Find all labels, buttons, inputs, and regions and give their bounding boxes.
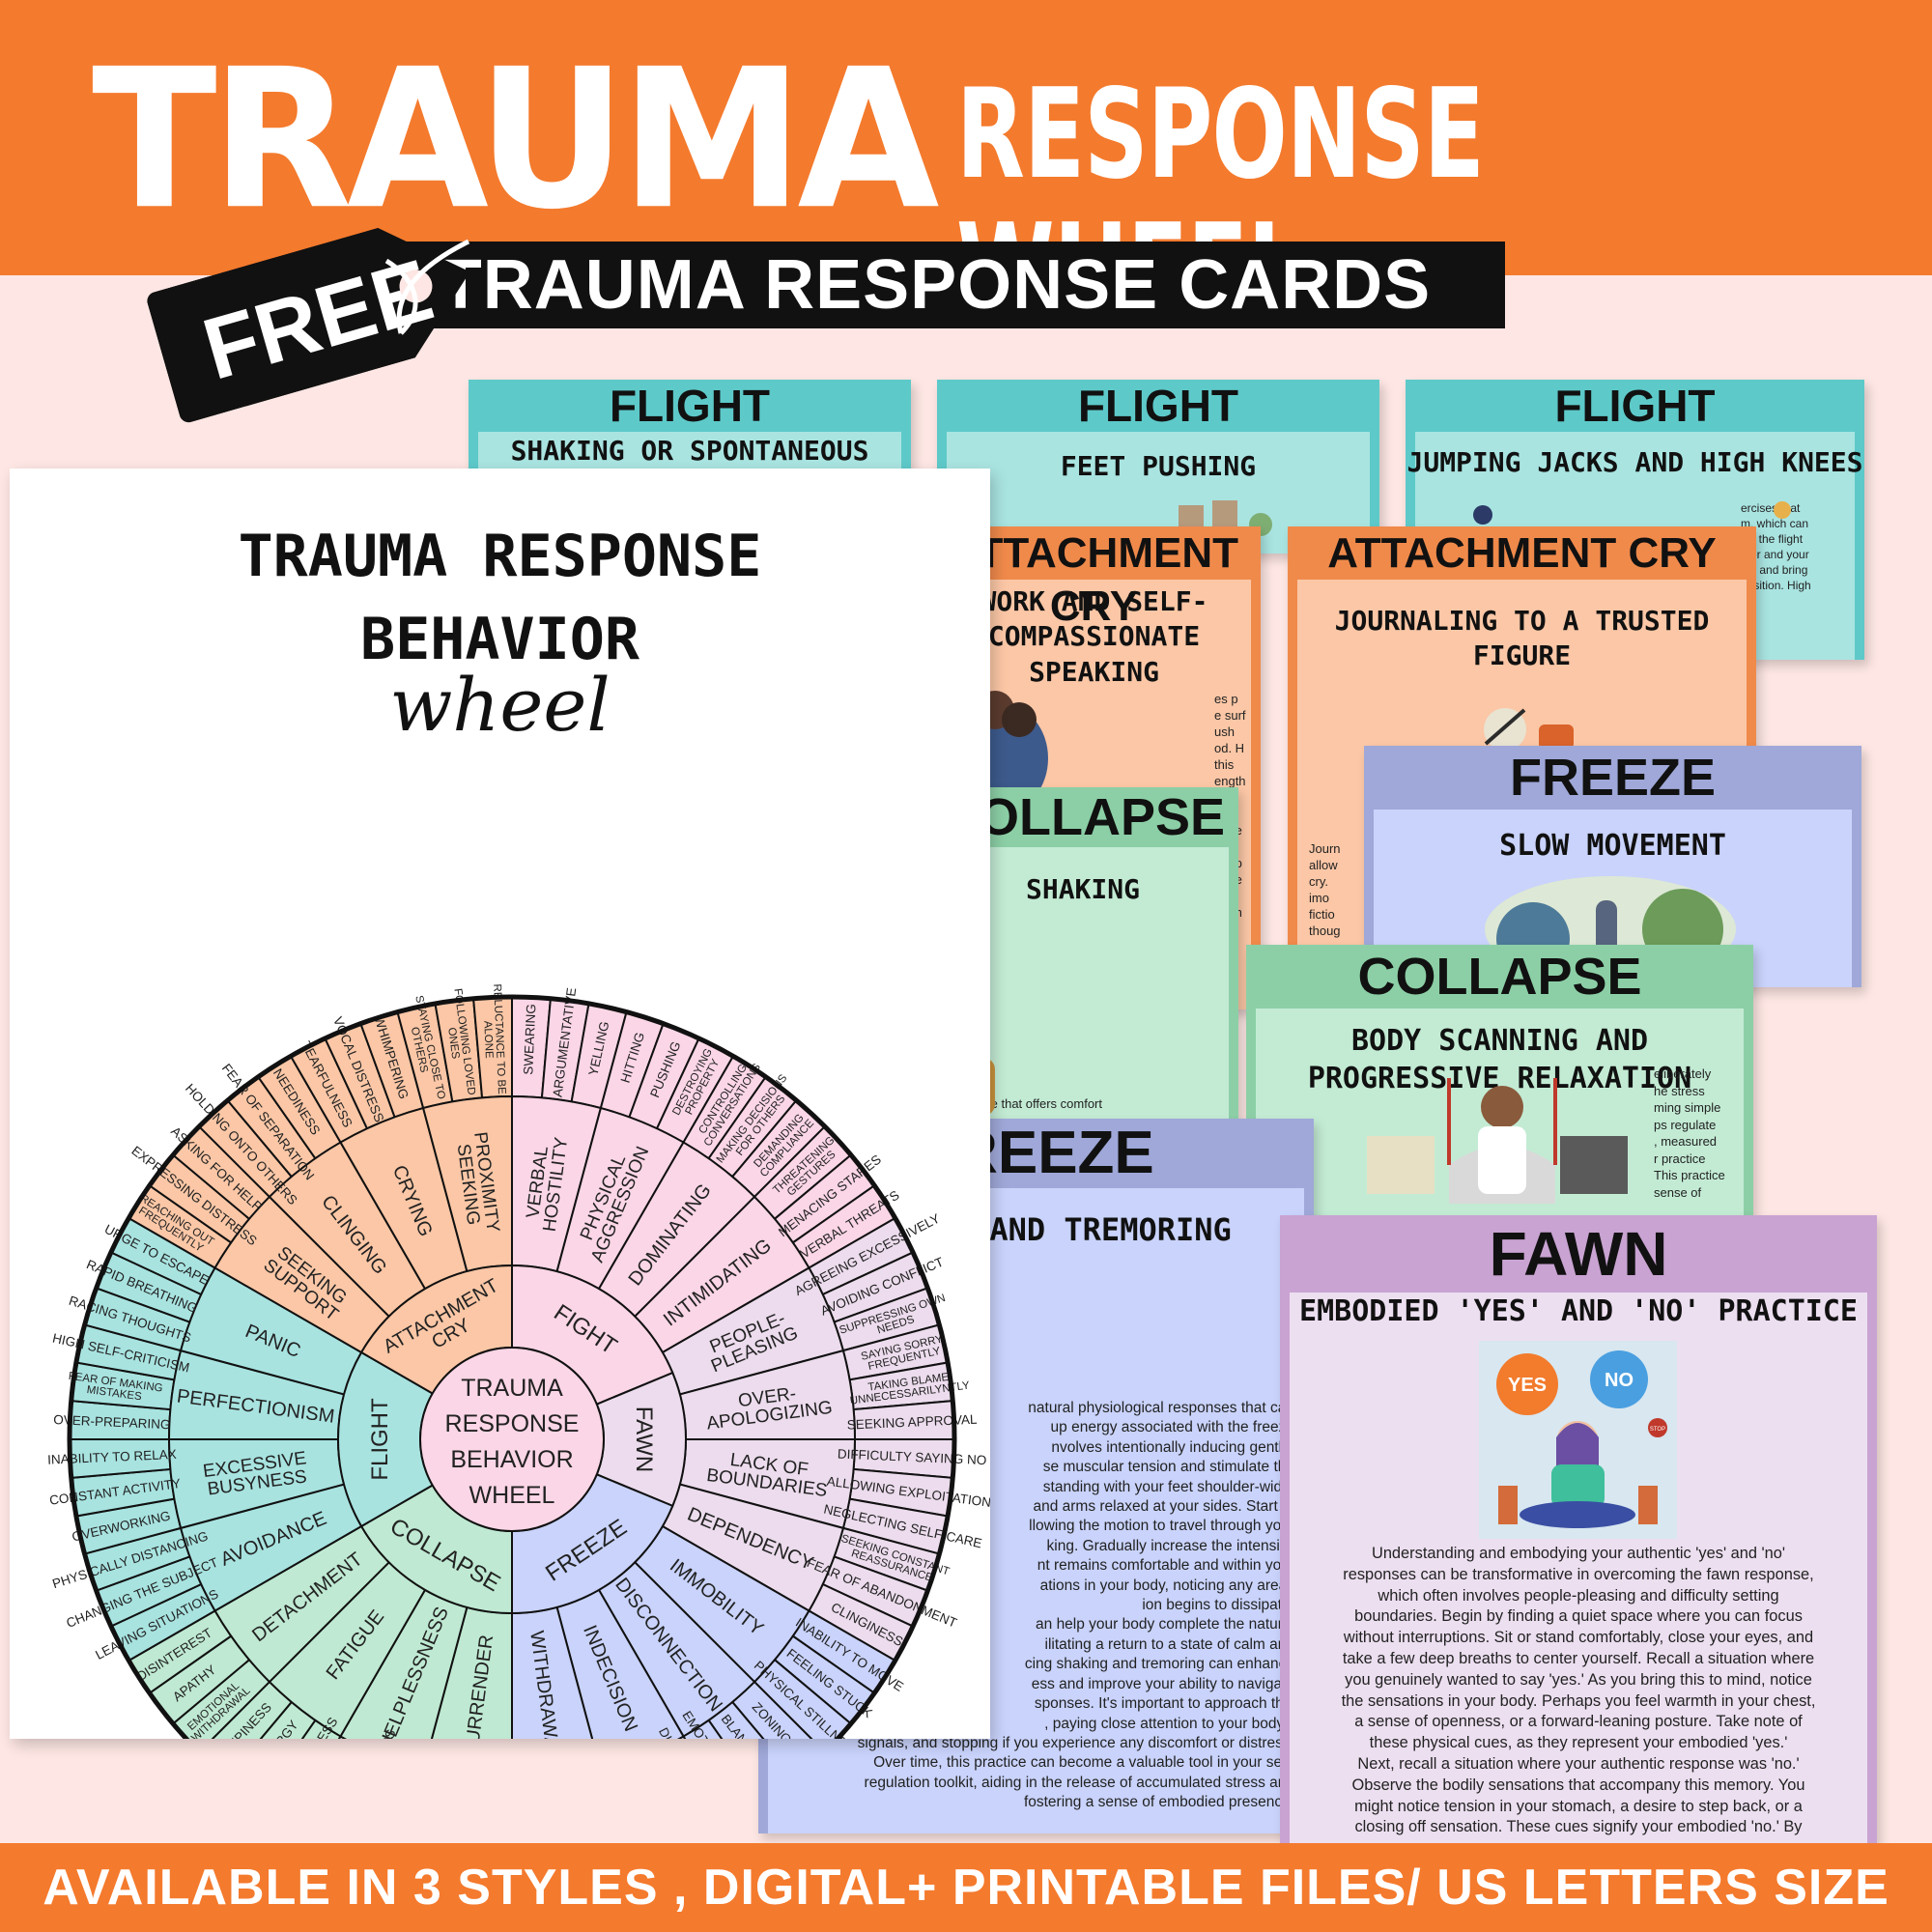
- wheel-center: [419, 1347, 605, 1532]
- category-label: FAWN: [631, 1406, 657, 1472]
- wheel-label-line: SWEARING: [521, 1004, 538, 1075]
- journal-illustration: [1484, 708, 1574, 751]
- outer-label: SEEKING APPROVAL: [846, 1412, 978, 1433]
- card-subtitle: SHAKING: [1025, 873, 1140, 905]
- yes-bubble-text: YES: [1508, 1375, 1547, 1396]
- sheet-script-word: wheel: [389, 662, 611, 748]
- wheel-label-line: OVER-PREPARING: [53, 1412, 171, 1432]
- no-bubble-text: NO: [1605, 1370, 1634, 1391]
- wheel-center-text: BEHAVIOR: [450, 1446, 573, 1473]
- card-subtitle: JOURNALING TO A TRUSTED FIGURE: [1334, 605, 1710, 672]
- card-body-text: Journ allow cry. imo fictio thoug: [1309, 841, 1341, 938]
- body-scan-illustration: [1367, 1078, 1628, 1204]
- wheel-label-line: ONES: [445, 1027, 461, 1060]
- card-title: FLIGHT: [609, 381, 771, 431]
- wheel-sheet: TRAUMA RESPONSE BEHAVIOR wheel TRAUMA RES…: [10, 469, 990, 1739]
- sheet-title: TRAUMA RESPONSE BEHAVIOR: [10, 515, 990, 681]
- card-fawn: FAWN EMBODIED 'YES' AND 'NO' PRACTICE Unde…: [1280, 1215, 1877, 1843]
- card-subtitle: SLOW MOVEMENT: [1499, 829, 1726, 863]
- card-title: ATTACHMENT CRY: [1327, 529, 1717, 577]
- card-title: FAWN: [1489, 1219, 1668, 1289]
- card-title: ATTACHMENT CRY: [950, 529, 1238, 630]
- wheel-center-text: RESPONSE: [445, 1410, 580, 1437]
- title-trauma: TRAUMA: [92, 27, 940, 252]
- card-subtitle: SHAKING OR SPONTANEOUS: [510, 435, 869, 467]
- wheel-border: [67, 994, 957, 1739]
- wheel-label-line: FLIGHT: [367, 1398, 393, 1481]
- card-subtitle: WORK AND SELF- COMPASSIONATE SPEAKING: [980, 585, 1208, 688]
- card-title: FLIGHT: [1554, 381, 1716, 431]
- card-body-text: Understanding and embodying your authent…: [1341, 1545, 1816, 1836]
- sheet-title-line1: TRAUMA RESPONSE: [238, 523, 762, 590]
- card-subtitle: FEET PUSHING: [1060, 450, 1257, 482]
- footer-banner: AVAILABLE IN 3 STYLES , DIGITAL+ PRINTAB…: [0, 1843, 1932, 1932]
- outer-label: SWEARING: [521, 1004, 538, 1075]
- category-label: FLIGHT: [367, 1398, 393, 1481]
- wheel-label-line: FAWN: [631, 1406, 657, 1472]
- card-subtitle: BODY SCANNING AND PROGRESSIVE RELAXATION: [1307, 1024, 1692, 1095]
- outer-label: DIFFICULTY SAYING NO: [838, 1446, 987, 1467]
- tag-string-icon: [384, 239, 470, 335]
- card-flight2: FLIGHT FEET PUSHING: [937, 380, 1379, 554]
- card-subtitle: EMBODIED 'YES' AND 'NO' PRACTICE: [1299, 1294, 1858, 1328]
- card-title: COLLAPSE: [1357, 948, 1642, 1006]
- card-body-text: natural physiological responses that can…: [857, 1400, 1294, 1811]
- sheet-title-line2: BEHAVIOR: [360, 606, 639, 673]
- yes-no-illustration: YES NO STOP: [1479, 1341, 1677, 1539]
- card-subtitle: JUMPING JACKS AND HIGH KNEES: [1406, 446, 1863, 478]
- wheel-center-text: TRAUMA: [461, 1375, 563, 1402]
- wheel-label-line: INABILITY TO RELAX: [47, 1447, 177, 1467]
- wheel-label-line: DIFFICULTY SAYING NO: [838, 1446, 987, 1467]
- outer-label: OVER-PREPARING: [53, 1412, 171, 1432]
- outer-label: INABILITY TO RELAX: [47, 1447, 177, 1467]
- stop-sign-text: STOP: [1650, 1427, 1665, 1433]
- header-banner: [0, 0, 1932, 275]
- wheel-label-line: SEEKING APPROVAL: [846, 1412, 978, 1433]
- wheel-label-line: ALONE: [481, 1020, 495, 1059]
- jumping-illustration: [1473, 501, 1791, 525]
- card-body-text: eliberately he stress ming simple ps reg…: [1654, 1066, 1725, 1200]
- card-title: FREEZE: [1509, 749, 1717, 807]
- card-title: FLIGHT: [1077, 381, 1239, 431]
- cards-label-bar: TRAUMA RESPONSE CARDS: [365, 242, 1505, 328]
- wheel-center-text: WHEEL: [469, 1482, 555, 1509]
- wheel-label-line: RELUCTANCE TO BE: [491, 983, 507, 1094]
- card-collapse2: COLLAPSE BODY SCANNING AND PROGRESSIVE RE…: [1246, 945, 1753, 1215]
